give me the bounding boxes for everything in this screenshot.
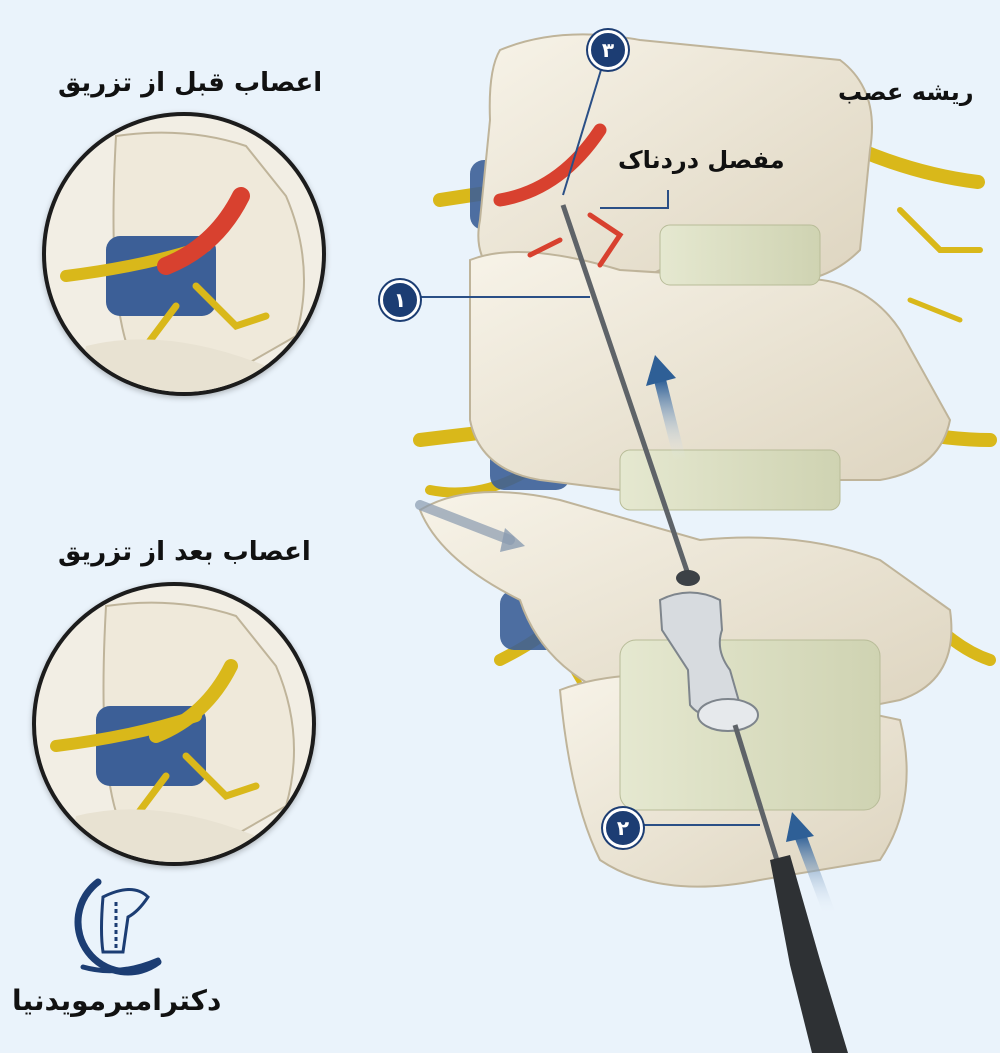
before-injection-inset xyxy=(42,112,326,396)
marker-2: ۲ xyxy=(603,808,643,848)
before-injection-art xyxy=(60,131,305,392)
probe-needle xyxy=(560,204,848,1053)
nerve-root-label: ریشه عصب xyxy=(838,78,974,106)
marker-3: ۳ xyxy=(588,30,628,70)
after-injection-inset xyxy=(32,582,316,866)
before-injection-title: اعصاب قبل از تزریق xyxy=(58,68,323,98)
after-injection-art xyxy=(50,601,295,862)
after-injection-title: اعصاب بعد از تزریق xyxy=(58,537,311,567)
marker-leaders xyxy=(414,59,760,826)
brand-name: دکترامیرمویدنیا xyxy=(12,984,222,1017)
painful-joint-label: مفصل دردناک xyxy=(618,146,785,174)
direction-arrows xyxy=(415,355,836,921)
marker-1: ۱ xyxy=(380,280,420,320)
inflamed-nerve xyxy=(493,123,624,268)
brand-logo-icon xyxy=(74,878,162,976)
